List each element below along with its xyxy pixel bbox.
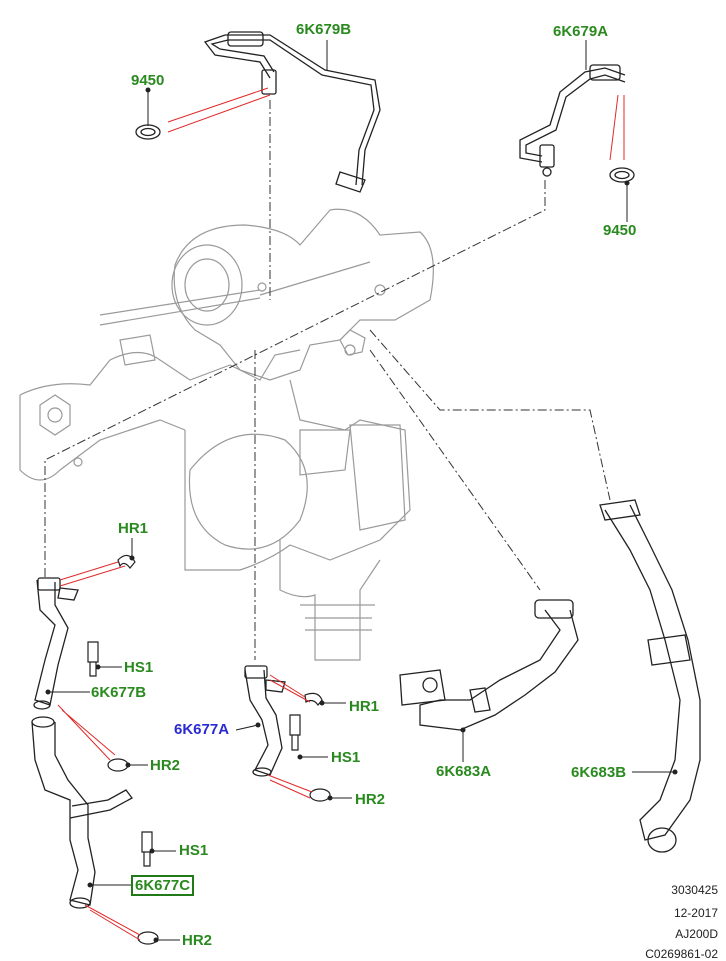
red-leader-lines <box>57 87 625 941</box>
label-6k683b: 6K683B <box>571 764 627 781</box>
label-6k677c: 6K677C <box>130 875 195 896</box>
stamp-code: C0269861-02 <box>645 947 718 961</box>
stamp-date: 12-2017 <box>673 906 718 920</box>
label-6k677b: 6K677B <box>91 684 147 701</box>
label-hr2-lower: HR2 <box>182 932 213 949</box>
label-hs1-center: HS1 <box>331 749 361 766</box>
fasteners-drawing <box>87 554 331 945</box>
pipe-6k677c-drawing <box>31 716 133 909</box>
label-6k679a: 6K679A <box>553 23 609 40</box>
label-9450-right: 9450 <box>603 222 637 239</box>
seal-9450-right-drawing <box>609 167 635 183</box>
pipe-6k677a-drawing <box>244 665 286 777</box>
label-hr2-upper: HR2 <box>150 757 181 774</box>
pipe-6k679a-drawing <box>519 64 626 177</box>
seal-9450-left-drawing <box>135 124 161 140</box>
label-6k679b: 6K679B <box>296 21 352 38</box>
label-6k683a: 6K683A <box>436 763 492 780</box>
black-leader-lines <box>48 40 675 941</box>
label-hr1-left: HR1 <box>118 520 149 537</box>
hose-6k677b-drawing <box>33 577 79 710</box>
pipe-6k679b-drawing <box>203 31 381 193</box>
turbocharger-assembly-ghost <box>19 208 434 661</box>
label-6k677a: 6K677A <box>174 721 230 738</box>
hose-6k683a-drawing <box>399 599 579 731</box>
label-hs1-lower: HS1 <box>179 842 209 859</box>
hose-6k683b-drawing <box>599 499 701 853</box>
label-hr1-center: HR1 <box>349 698 380 715</box>
leader-dots <box>45 87 678 943</box>
label-hr2-center: HR2 <box>355 791 386 808</box>
label-9450-left: 9450 <box>131 72 165 89</box>
label-hs1-upper: HS1 <box>124 659 154 676</box>
alignment-lines <box>44 100 611 660</box>
stamp-engine: AJ200D <box>675 927 718 941</box>
stamp-ref: 3030425 <box>671 883 718 897</box>
